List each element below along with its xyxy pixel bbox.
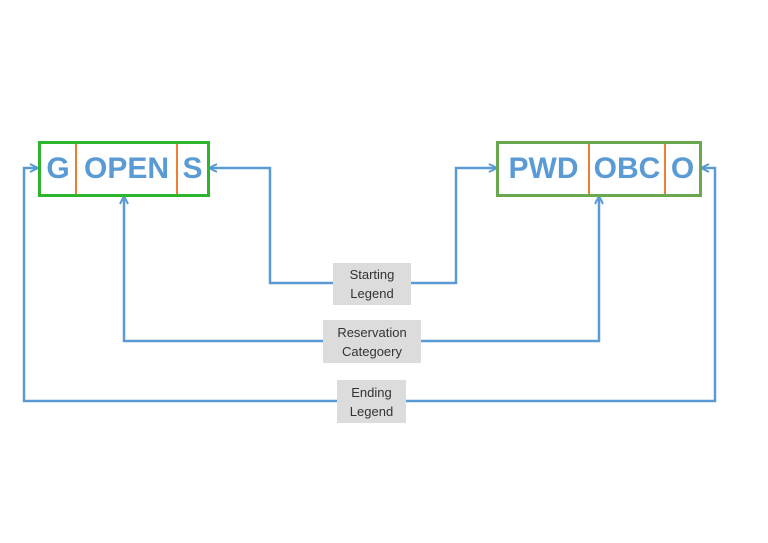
right-code-segment: OBC (588, 144, 664, 194)
right-code-segment: PWD (508, 152, 579, 185)
category-to-left-arrow (124, 197, 323, 343)
ending-legend-line-1: Ending (351, 384, 392, 400)
reservation-category-label: Reservation Categoery (323, 320, 421, 363)
left-code-segment: G (46, 152, 70, 185)
ending-to-right-arrow (406, 168, 717, 403)
starting-legend-label: Starting Legend (333, 263, 411, 305)
ending-legend-label: Ending Legend (337, 380, 406, 423)
right-code-box: PWD OBC O (496, 141, 702, 197)
category-to-right-arrow (421, 197, 599, 343)
starting-to-right-arrow (411, 168, 496, 285)
starting-to-left-arrow (210, 168, 333, 285)
right-code-segment: O (664, 144, 699, 194)
reservation-category-line-1: Reservation (337, 324, 407, 340)
left-code-box: G OPEN S (38, 141, 210, 197)
starting-legend-line-1: Starting (349, 267, 395, 282)
starting-legend-line-2: Legend (350, 286, 394, 301)
left-code-segment: S (176, 144, 207, 194)
ending-to-left-arrow (22, 168, 337, 403)
ending-legend-line-2: Legend (349, 403, 394, 419)
reservation-category-line-2: Categoery (342, 343, 402, 359)
left-code-segment: OPEN (75, 144, 176, 194)
